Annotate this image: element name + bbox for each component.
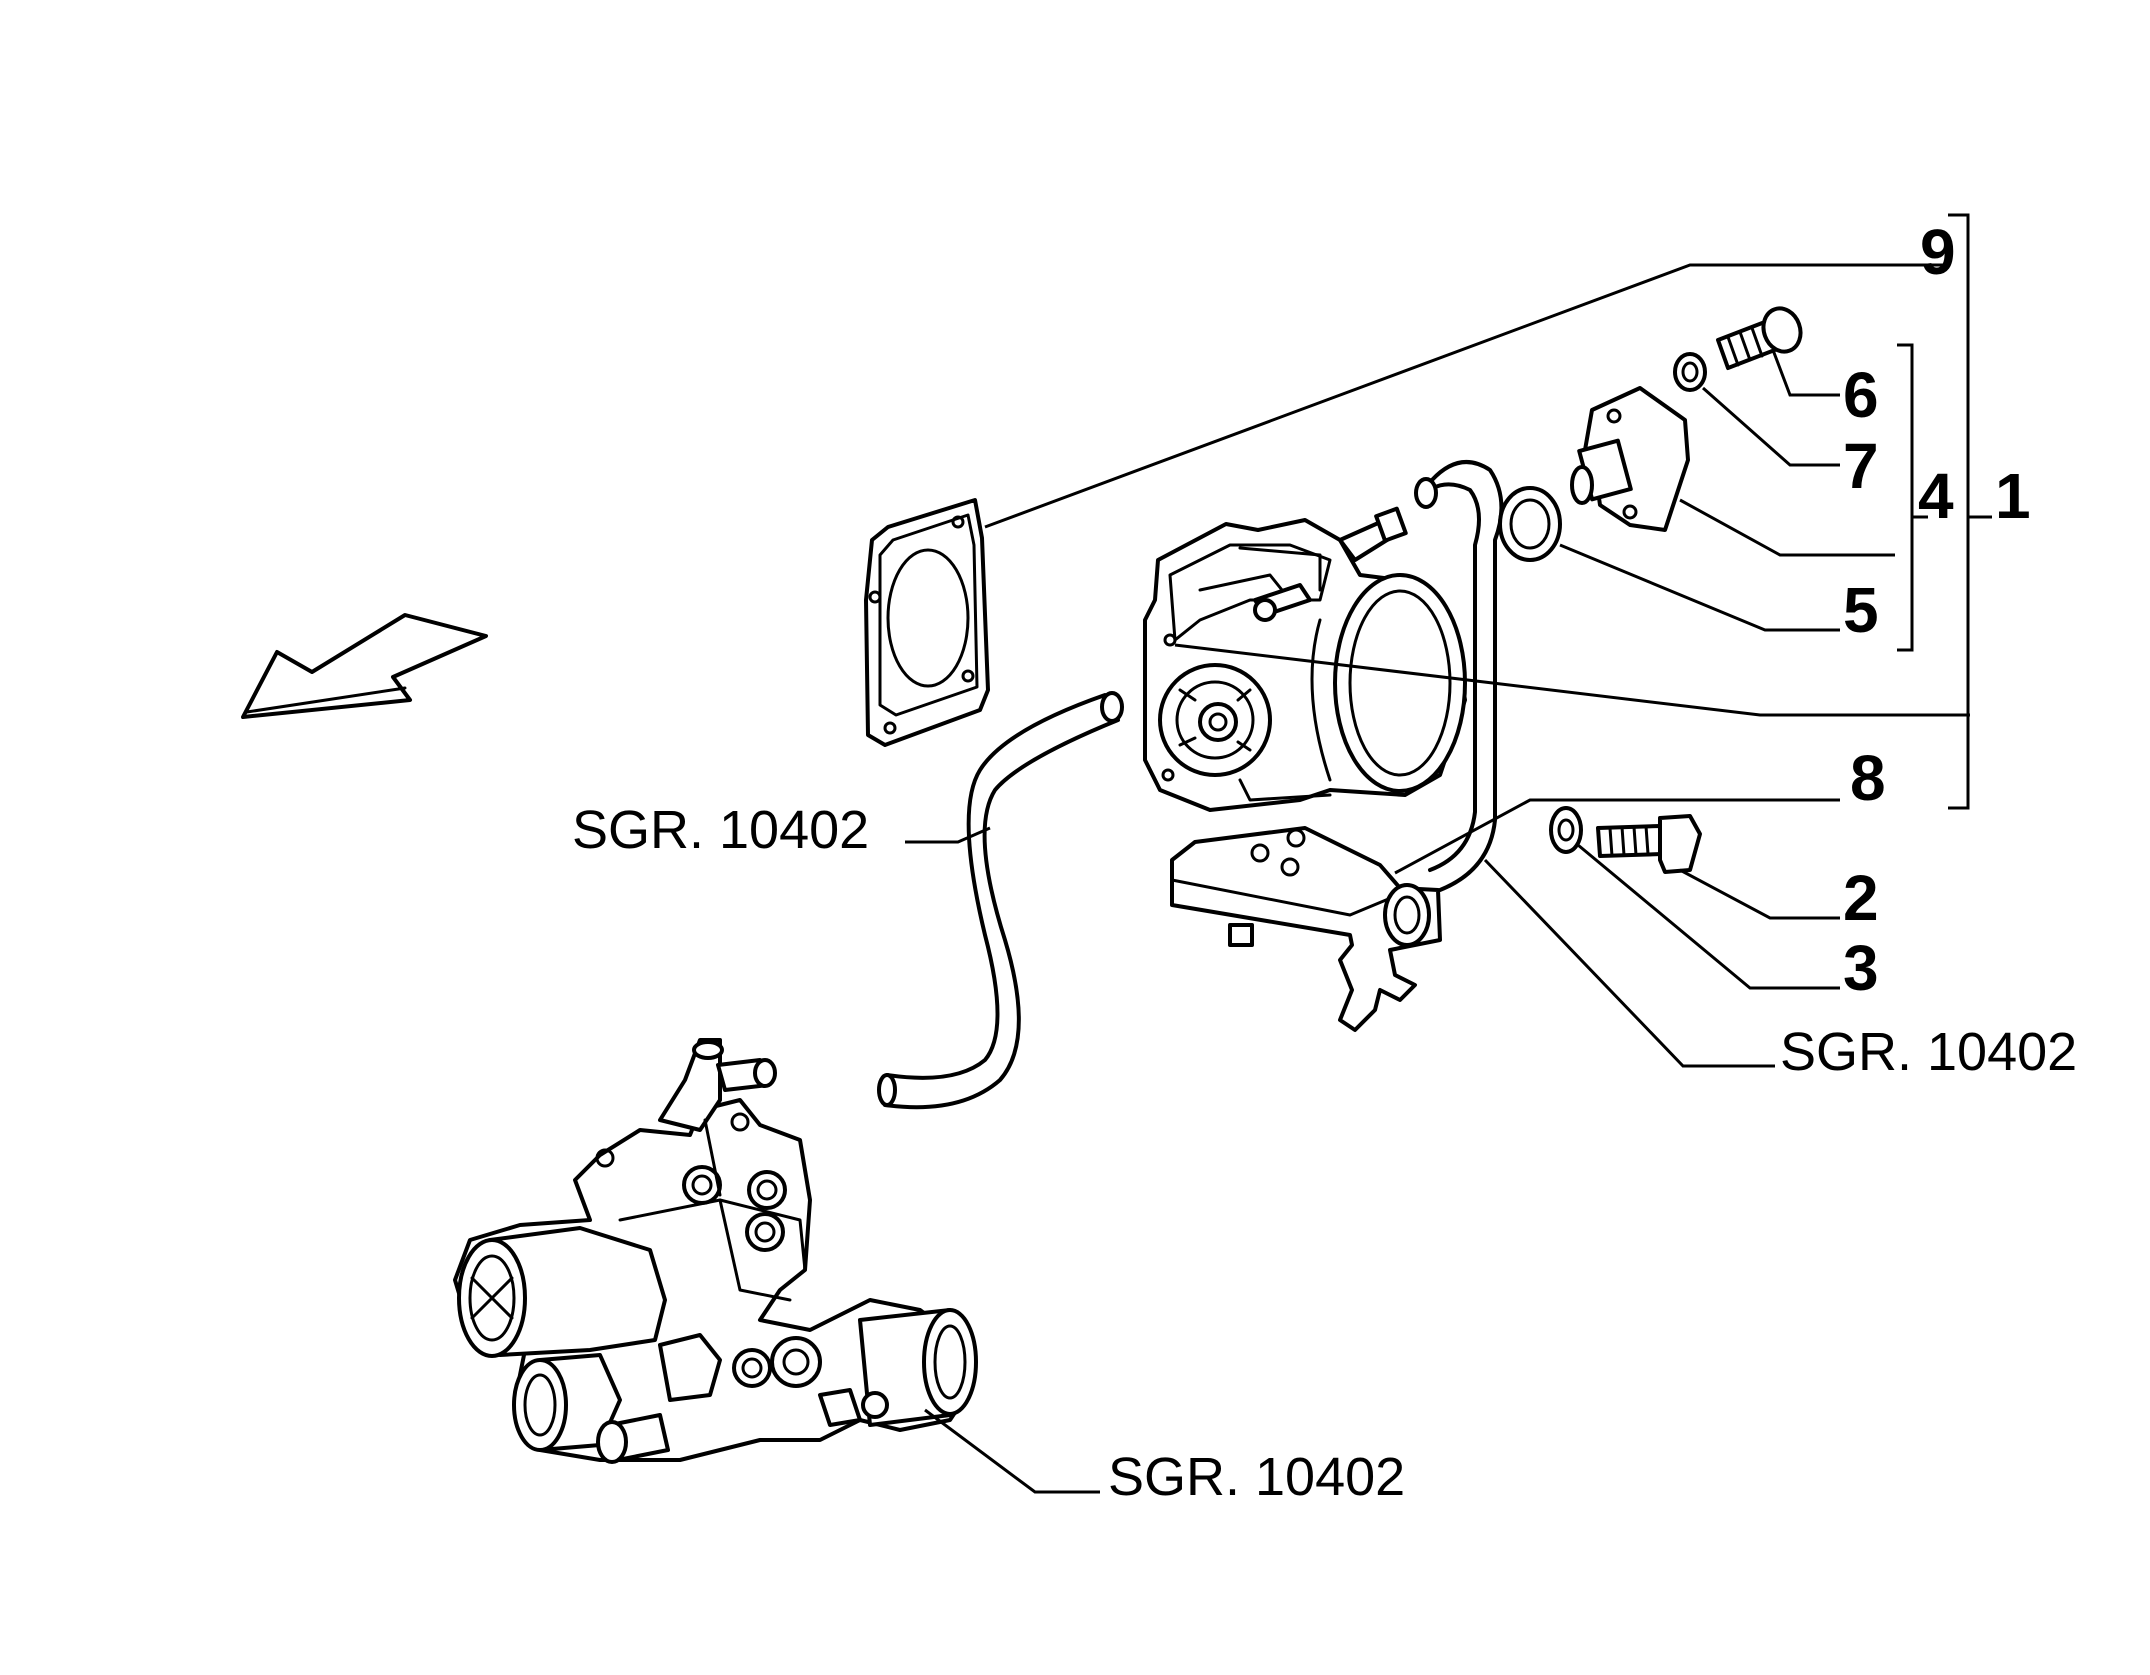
callout-2: 2 (1843, 862, 1879, 934)
callout-6: 6 (1843, 359, 1879, 431)
callout-labels: 9 6 7 4 1 5 8 2 3 (1843, 216, 2031, 1004)
thermostat-housing-part (453, 1038, 978, 1464)
throttle-body-part (1143, 506, 1467, 812)
sensor-part (1570, 386, 1690, 532)
callout-1: 1 (1995, 460, 2031, 532)
washer-bottom-part (1549, 806, 1583, 854)
callout-5: 5 (1843, 574, 1879, 646)
callout-7: 7 (1843, 430, 1879, 502)
bracket-part (1170, 826, 1442, 1032)
callout-9: 9 (1920, 216, 1956, 288)
screw-top-part (1716, 306, 1803, 370)
callout-3: 3 (1843, 932, 1879, 1004)
callout-4: 4 (1918, 460, 1954, 532)
reference-thermostat: SGR. 10402 (1108, 1447, 1405, 1507)
screw-bottom-part (1596, 814, 1702, 874)
rubber-hose-part (877, 691, 1124, 1110)
washer-top-part (1673, 352, 1707, 392)
callout-8: 8 (1850, 742, 1886, 814)
gasket-part (864, 498, 990, 747)
o-ring-part (1498, 486, 1562, 562)
reference-pipe: SGR. 10402 (1780, 1022, 2077, 1082)
direction-arrow-icon (241, 613, 488, 719)
reference-labels: SGR. 10402 SGR. 10402 SGR. 10402 (572, 800, 2077, 1507)
leader-lines (905, 213, 1992, 1494)
reference-hose: SGR. 10402 (572, 800, 869, 860)
